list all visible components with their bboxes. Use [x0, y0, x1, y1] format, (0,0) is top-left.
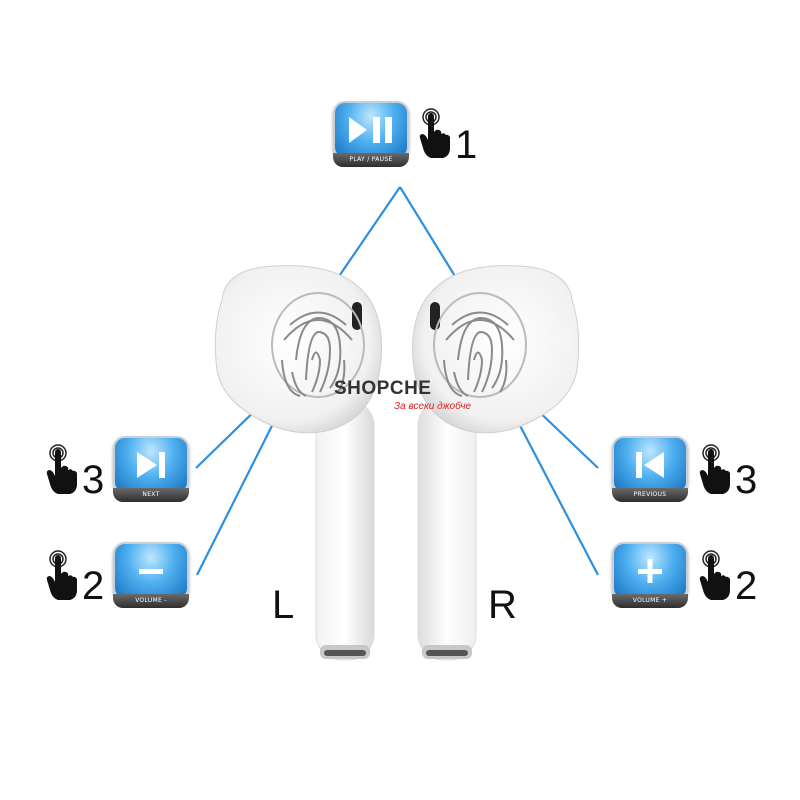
watermark-brand: SHOPCHE: [334, 378, 432, 399]
watermark-slogan: За всеки джобче: [394, 401, 472, 412]
left-earbud-label: L: [272, 583, 295, 627]
fingerprint-icon: [433, 292, 527, 398]
next-caption: NEXT: [113, 488, 189, 502]
previous-button[interactable]: PREVIOUS: [612, 436, 688, 502]
play-pause-button[interactable]: PLAY / PAUSE: [333, 101, 409, 167]
previous-track-icon: [636, 452, 664, 478]
play-pause-icon: [349, 117, 392, 143]
volume-up-caption: VOLUME +: [612, 594, 688, 608]
volume-up-button[interactable]: VOLUME +: [612, 542, 688, 608]
volume-down-caption: VOLUME -: [113, 594, 189, 608]
play-pause-tap-count: 1: [455, 123, 478, 167]
volume-up-tap-count: 2: [735, 564, 758, 608]
next-tap-count: 3: [82, 458, 105, 502]
volume-down-button[interactable]: VOLUME -: [113, 542, 189, 608]
tap-hand-icon: [46, 550, 78, 601]
previous-caption: PREVIOUS: [612, 488, 688, 502]
plus-icon: [638, 559, 662, 583]
play-pause-caption: PLAY / PAUSE: [333, 153, 409, 167]
next-track-icon: [137, 452, 165, 478]
shopche-watermark: SHOPCHE За всеки джобче: [334, 378, 474, 418]
fingerprint-icon: [271, 292, 365, 398]
tap-hand-icon: [419, 108, 451, 159]
next-button[interactable]: NEXT: [113, 436, 189, 502]
tap-hand-icon: [699, 444, 731, 495]
minus-icon: [139, 569, 163, 574]
volume-down-tap-count: 2: [82, 564, 105, 608]
tap-hand-icon: [699, 550, 731, 601]
right-earbud-label: R: [488, 583, 517, 627]
tap-hand-icon: [46, 444, 78, 495]
previous-tap-count: 3: [735, 458, 758, 502]
